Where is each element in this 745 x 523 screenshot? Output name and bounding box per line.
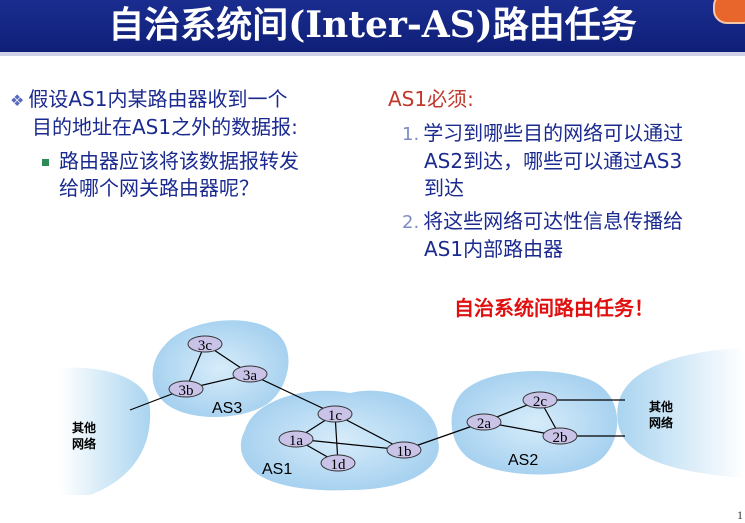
router-2c: 2c: [522, 391, 558, 410]
sub-bullet: 路由器应该将该数据报转发 给哪个网关路由器呢？: [42, 148, 362, 202]
network-diagram: 3c 3b 3a 1c 1a 1d 1b 2c 2a 2b AS3 AS1 AS…: [60, 320, 745, 495]
other-network-left-cloud: [60, 367, 151, 495]
item1-number: 1.: [402, 124, 420, 145]
router-2a: 2a: [466, 413, 502, 432]
item2-line2: AS1内部路由器: [424, 237, 564, 261]
router-label-3c: 3c: [198, 338, 213, 354]
item2-line1: 将这些网络可达性信息传播给: [423, 209, 684, 233]
slide-title: 自治系统间(Inter-AS)路由任务: [108, 4, 637, 46]
router-label-3b: 3b: [179, 383, 194, 399]
as1-cloud: [240, 390, 439, 491]
item1-line1: 学习到哪些目的网络可以通过: [423, 121, 684, 145]
router-1b: 1b: [386, 441, 422, 460]
router-label-3a: 3a: [243, 368, 258, 384]
other-net-right-line1: 其他: [649, 399, 673, 414]
item1-line2: AS2到达，哪些可以通过AS3: [424, 149, 683, 173]
sub-text-1: 路由器应该将该数据报转发: [59, 149, 299, 173]
list-item-1: 1.学习到哪些目的网络可以通过 AS2到达，哪些可以通过AS3 到达: [388, 120, 743, 202]
router-1c: 1c: [317, 405, 353, 424]
router-label-1c: 1c: [328, 408, 343, 424]
bullet-text-1: 假设AS1内某路由器收到一个: [28, 87, 288, 111]
bullet-line-1: ❖假设AS1内某路由器收到一个: [10, 86, 370, 114]
bullet-text-2: 目的地址在AS1之外的数据报:: [32, 115, 298, 139]
router-3a: 3a: [232, 365, 268, 384]
router-label-1a: 1a: [289, 433, 304, 449]
square-bullet-icon: [42, 159, 49, 166]
router-label-2b: 2b: [553, 430, 568, 446]
right-column: AS1必须: 1.学习到哪些目的网络可以通过 AS2到达，哪些可以通过AS3 到…: [388, 86, 743, 263]
as1-label: AS1: [262, 461, 292, 478]
title-bar: 自治系统间(Inter-AS)路由任务: [0, 0, 745, 56]
router-1a: 1a: [278, 430, 314, 449]
as3-label: AS3: [212, 400, 242, 417]
router-label-1b: 1b: [397, 444, 412, 460]
router-label-2c: 2c: [533, 394, 548, 410]
as1-must-heading: AS1必须:: [388, 87, 474, 111]
router-2b: 2b: [542, 427, 578, 446]
item2-number: 2.: [402, 212, 420, 233]
router-3b: 3b: [168, 380, 204, 399]
other-net-left-line2: 网络: [72, 436, 96, 451]
other-network-right-cloud: [617, 348, 745, 478]
as2-label: AS2: [508, 452, 538, 469]
logo-icon: [713, 0, 745, 24]
other-net-left-line1: 其他: [72, 420, 96, 435]
list-item-2: 2.将这些网络可达性信息传播给 AS1内部路由器: [388, 208, 743, 263]
other-net-right-line2: 网络: [649, 415, 673, 430]
router-3c: 3c: [187, 335, 223, 354]
sub-bullet-line-1: 路由器应该将该数据报转发: [42, 148, 362, 175]
router-label-2a: 2a: [477, 416, 492, 432]
emphasis-note: 自治系统间路由任务！: [454, 296, 654, 320]
router-label-1d: 1d: [331, 457, 347, 473]
router-1d: 1d: [320, 454, 356, 473]
page-number: 1: [737, 508, 743, 522]
as2-cloud: [451, 371, 618, 475]
diamond-bullet-icon: ❖: [10, 91, 25, 110]
left-column: ❖假设AS1内某路由器收到一个 目的地址在AS1之外的数据报:: [10, 86, 370, 141]
sub-text-2: 给哪个网关路由器呢？: [59, 176, 259, 200]
item1-line3: 到达: [424, 176, 464, 200]
